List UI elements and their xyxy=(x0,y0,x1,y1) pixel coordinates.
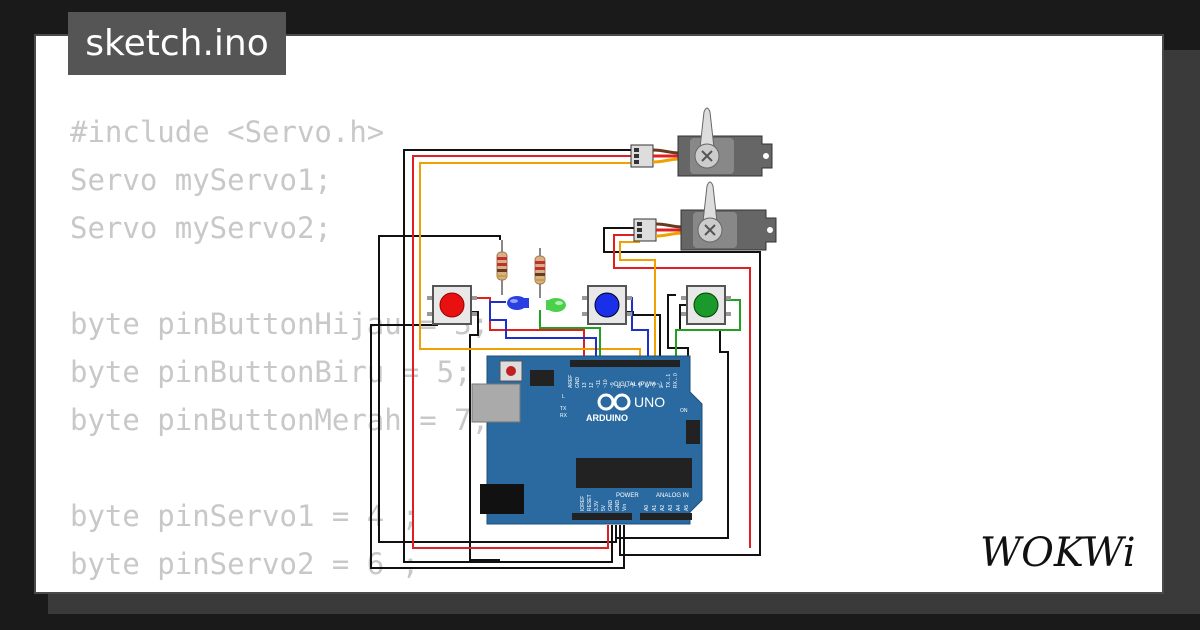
wire-red xyxy=(472,297,585,365)
rx-label: RX xyxy=(560,413,568,419)
code-preview: #include <Servo.h> Servo myServo1; Servo… xyxy=(70,108,489,588)
digital-pin-label: 2 xyxy=(659,385,665,388)
analog-pin-label: A5 xyxy=(684,505,690,511)
wire-orange xyxy=(619,241,656,365)
atmega-chip xyxy=(576,458,692,488)
wire-black xyxy=(403,149,640,563)
digital-pin-label: 4 xyxy=(645,385,651,388)
wire-black xyxy=(378,235,617,543)
usb-port xyxy=(471,383,521,423)
digital-pin-label: ~10 xyxy=(603,379,609,388)
power-pin-label: RESET xyxy=(587,494,593,511)
power-jack xyxy=(480,484,524,514)
analog-pin-label: A3 xyxy=(668,505,674,511)
arduino-uno-board[interactable]: ARDUINO UNO DIGITAL (PWM ~) POWER ANALOG… xyxy=(471,355,703,525)
code-line: #include <Servo.h> xyxy=(70,115,385,149)
digital-pin-label: TX→1 xyxy=(666,374,672,388)
power-pin-label: GND xyxy=(608,500,614,512)
digital-pin-label: 13 xyxy=(582,382,588,388)
wire-orange xyxy=(419,162,641,365)
filename-tab: sketch.ino xyxy=(68,12,286,75)
digital-pin-label: RX←0 xyxy=(673,373,679,388)
digital-pin-label: 7 xyxy=(624,385,630,388)
digital-pin-label: ~3 xyxy=(652,382,658,388)
digital-pin-label: 12 xyxy=(589,382,595,388)
tx-label: TX xyxy=(560,406,567,412)
digital-header xyxy=(570,360,680,367)
power-pin-label: 5V xyxy=(601,504,607,511)
analog-pin-label: A4 xyxy=(676,505,682,511)
power-pin-label: Vin xyxy=(622,504,628,511)
wire-black xyxy=(370,324,625,569)
power-label: POWER xyxy=(616,493,639,499)
digital-pin-label: ~5 xyxy=(638,382,644,388)
power-header xyxy=(572,513,632,520)
servo-motor-2[interactable] xyxy=(633,181,777,251)
power-pin-label: GND xyxy=(615,500,621,512)
resistor-1[interactable] xyxy=(496,251,508,281)
board-brand-text: ARDUINO xyxy=(586,413,628,423)
wokwi-logo: WOKWi xyxy=(980,530,1136,576)
code-line: Servo myServo1; xyxy=(70,163,332,197)
code-line: byte pinButtonMerah = 7; xyxy=(70,403,490,437)
wire-black xyxy=(616,304,729,539)
wokwi-logo-text: WOKWi xyxy=(980,530,1136,576)
power-pin-label: 3.3V xyxy=(594,500,600,511)
pushbutton-blue[interactable] xyxy=(582,285,632,325)
wire-blue xyxy=(489,301,597,365)
analog-pin-label: A2 xyxy=(660,505,666,511)
pushbutton-red[interactable] xyxy=(427,285,477,325)
wire-black xyxy=(603,227,761,556)
led-green[interactable] xyxy=(546,298,566,312)
analog-header xyxy=(640,513,692,520)
wire-red xyxy=(613,234,751,548)
wires xyxy=(370,149,761,569)
wire-green xyxy=(675,299,741,365)
wire-red xyxy=(412,155,640,549)
wire-black xyxy=(667,294,689,365)
digital-pin-label: GND xyxy=(575,377,581,389)
pushbutton-green[interactable] xyxy=(681,285,731,325)
power-pin-label: IOREF xyxy=(580,496,586,511)
digital-pin-label: AREF xyxy=(568,375,574,388)
digital-pin-label: 8 xyxy=(617,385,623,388)
code-line: byte pinButtonHijau = 3; xyxy=(70,307,490,341)
analog-pin-label: A0 xyxy=(644,505,650,511)
code-line: byte pinServo2 = 6 ; xyxy=(70,547,420,581)
arduino-logo-icon xyxy=(597,393,631,411)
code-line: Servo myServo2; xyxy=(70,211,332,245)
board-model-text: UNO xyxy=(634,394,665,410)
l-label: L xyxy=(562,394,565,400)
digital-label: DIGITAL (PWM ~) xyxy=(614,382,662,388)
on-label: ON xyxy=(680,408,688,414)
digital-pin-label: ~9 xyxy=(610,382,616,388)
digital-pin-label: ~11 xyxy=(596,380,602,388)
analog-pin-label: A1 xyxy=(652,505,658,511)
analog-label: ANALOG IN xyxy=(656,493,689,499)
wire-green xyxy=(539,310,601,365)
code-line: byte pinServo1 = 4 ; xyxy=(70,499,420,533)
led-blue[interactable] xyxy=(507,296,529,310)
resistor-2[interactable] xyxy=(534,255,546,285)
servo-motor-1[interactable] xyxy=(630,107,773,177)
code-line: byte pinButtonBiru = 5; xyxy=(70,355,472,389)
digital-pin-label: ~6 xyxy=(631,382,637,388)
